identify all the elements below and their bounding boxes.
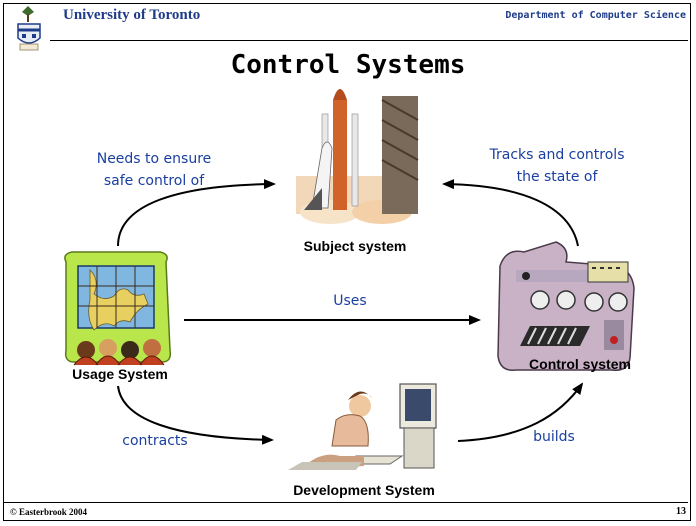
space-shuttle-icon xyxy=(296,89,419,224)
edge-label-line: Tracks and controls xyxy=(489,147,625,163)
slide-title: Control Systems xyxy=(230,50,466,80)
edge-label-tracks-and-controls: Tracks and controls the state of xyxy=(462,144,652,188)
edge-label-builds: builds xyxy=(533,429,575,445)
edge-label-line: the state of xyxy=(516,169,598,185)
node-usage-label: Usage System xyxy=(72,366,168,382)
edge-label-needs-to-ensure: Needs to ensure safe control of xyxy=(74,148,234,192)
map-presentation-icon xyxy=(64,251,172,366)
control-panel-icon xyxy=(497,241,635,371)
footer-divider xyxy=(4,502,688,503)
edge-label-uses: Uses xyxy=(333,293,367,309)
edge-usage-to-subject xyxy=(117,179,276,247)
edge-control-to-subject xyxy=(442,179,579,247)
page-number: 13 xyxy=(676,506,686,517)
department-name: Department of Computer Science xyxy=(505,10,686,21)
university-name: University of Toronto xyxy=(63,7,201,23)
edge-development-to-control xyxy=(457,382,584,442)
node-development-label: Development System xyxy=(293,482,435,498)
edge-label-contracts: contracts xyxy=(122,433,188,449)
edge-label-line: Needs to ensure xyxy=(96,151,212,167)
developer-at-computer-icon xyxy=(288,383,437,470)
slide-frame xyxy=(3,3,691,521)
edge-usage-to-development xyxy=(117,385,274,445)
university-crest-icon xyxy=(17,6,41,51)
copyright-text: © Easterbrook 2004 xyxy=(10,507,88,517)
header-divider xyxy=(50,40,688,41)
node-subject-label: Subject system xyxy=(303,238,407,254)
edge-label-line: safe control of xyxy=(103,173,205,189)
node-control-label: Control system xyxy=(529,356,631,372)
